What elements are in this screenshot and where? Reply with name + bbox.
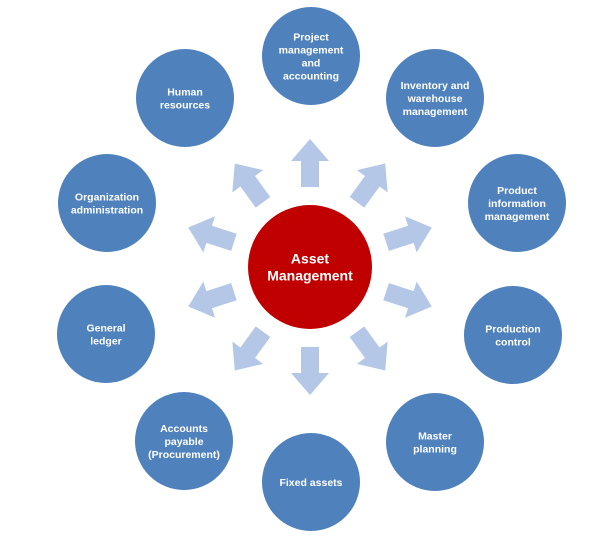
arrow-to-fixed-assets bbox=[291, 347, 329, 395]
node-circle bbox=[464, 286, 562, 384]
node-label-line: ledger bbox=[90, 336, 122, 348]
node-label-line: and bbox=[302, 58, 321, 70]
node-circle bbox=[58, 154, 156, 252]
node-label: Fixed assets bbox=[279, 477, 342, 489]
node-circle bbox=[386, 49, 484, 147]
arrow-to-master-planning bbox=[349, 326, 388, 371]
node-label-line: Organization bbox=[75, 192, 139, 204]
node-label-line: management bbox=[485, 211, 550, 223]
node-label-line: warehouse bbox=[407, 93, 463, 105]
node-label-line: management bbox=[403, 106, 468, 118]
node-label-line: Inventory and bbox=[401, 80, 470, 92]
node-circle bbox=[386, 393, 484, 491]
arrow-shape bbox=[291, 347, 329, 395]
arrow-shape bbox=[383, 281, 432, 318]
node-label-line: resources bbox=[160, 100, 210, 112]
node-label-line: Accounts bbox=[160, 423, 208, 435]
arrow-to-inventory-warehouse-management bbox=[349, 163, 388, 208]
arrow-shape bbox=[349, 326, 388, 371]
node-circle bbox=[57, 285, 155, 383]
arrow-to-general-ledger bbox=[188, 281, 237, 318]
arrow-shape bbox=[188, 216, 237, 253]
arrow-to-production-control bbox=[383, 281, 432, 318]
node-label-line: Fixed assets bbox=[279, 477, 342, 489]
arrow-to-project-management-accounting bbox=[291, 139, 329, 187]
arrows-layer bbox=[188, 139, 432, 395]
arrow-to-organization-administration bbox=[188, 216, 237, 253]
node-label-line: information bbox=[488, 198, 546, 210]
arrow-shape bbox=[349, 163, 388, 208]
arrow-to-accounts-payable bbox=[232, 326, 271, 371]
center-label-line: Management bbox=[267, 268, 353, 284]
node-label-line: planning bbox=[413, 444, 457, 456]
arrow-shape bbox=[232, 326, 271, 371]
node-label-line: Human bbox=[167, 87, 203, 99]
node-label-line: Project bbox=[293, 32, 329, 44]
arrow-to-product-information-management bbox=[383, 216, 432, 253]
node-label-line: Master bbox=[418, 431, 452, 443]
arrow-to-human-resources bbox=[232, 163, 271, 208]
node-label-line: (Procurement) bbox=[148, 449, 220, 461]
arrow-shape bbox=[188, 281, 237, 318]
node-circle bbox=[262, 433, 360, 531]
node-label-line: General bbox=[86, 323, 125, 335]
arrow-shape bbox=[291, 139, 329, 187]
node-fixed-assets: Fixed assets bbox=[262, 433, 360, 531]
node-label-line: control bbox=[495, 337, 531, 349]
node-label-line: management bbox=[279, 45, 344, 57]
node-label-line: Production bbox=[485, 324, 540, 336]
node-label-line: accounting bbox=[283, 71, 339, 83]
node-circle bbox=[262, 7, 360, 105]
center-label-line: Asset bbox=[291, 251, 329, 267]
center-circle bbox=[248, 205, 372, 329]
node-circle bbox=[468, 154, 566, 252]
node-circle bbox=[135, 392, 233, 490]
node-label-line: Product bbox=[497, 185, 537, 197]
node-label-line: payable bbox=[164, 436, 203, 448]
arrow-shape bbox=[383, 216, 432, 253]
node-label-line: administration bbox=[71, 205, 143, 217]
arrow-shape bbox=[232, 163, 271, 208]
node-circle bbox=[136, 49, 234, 147]
